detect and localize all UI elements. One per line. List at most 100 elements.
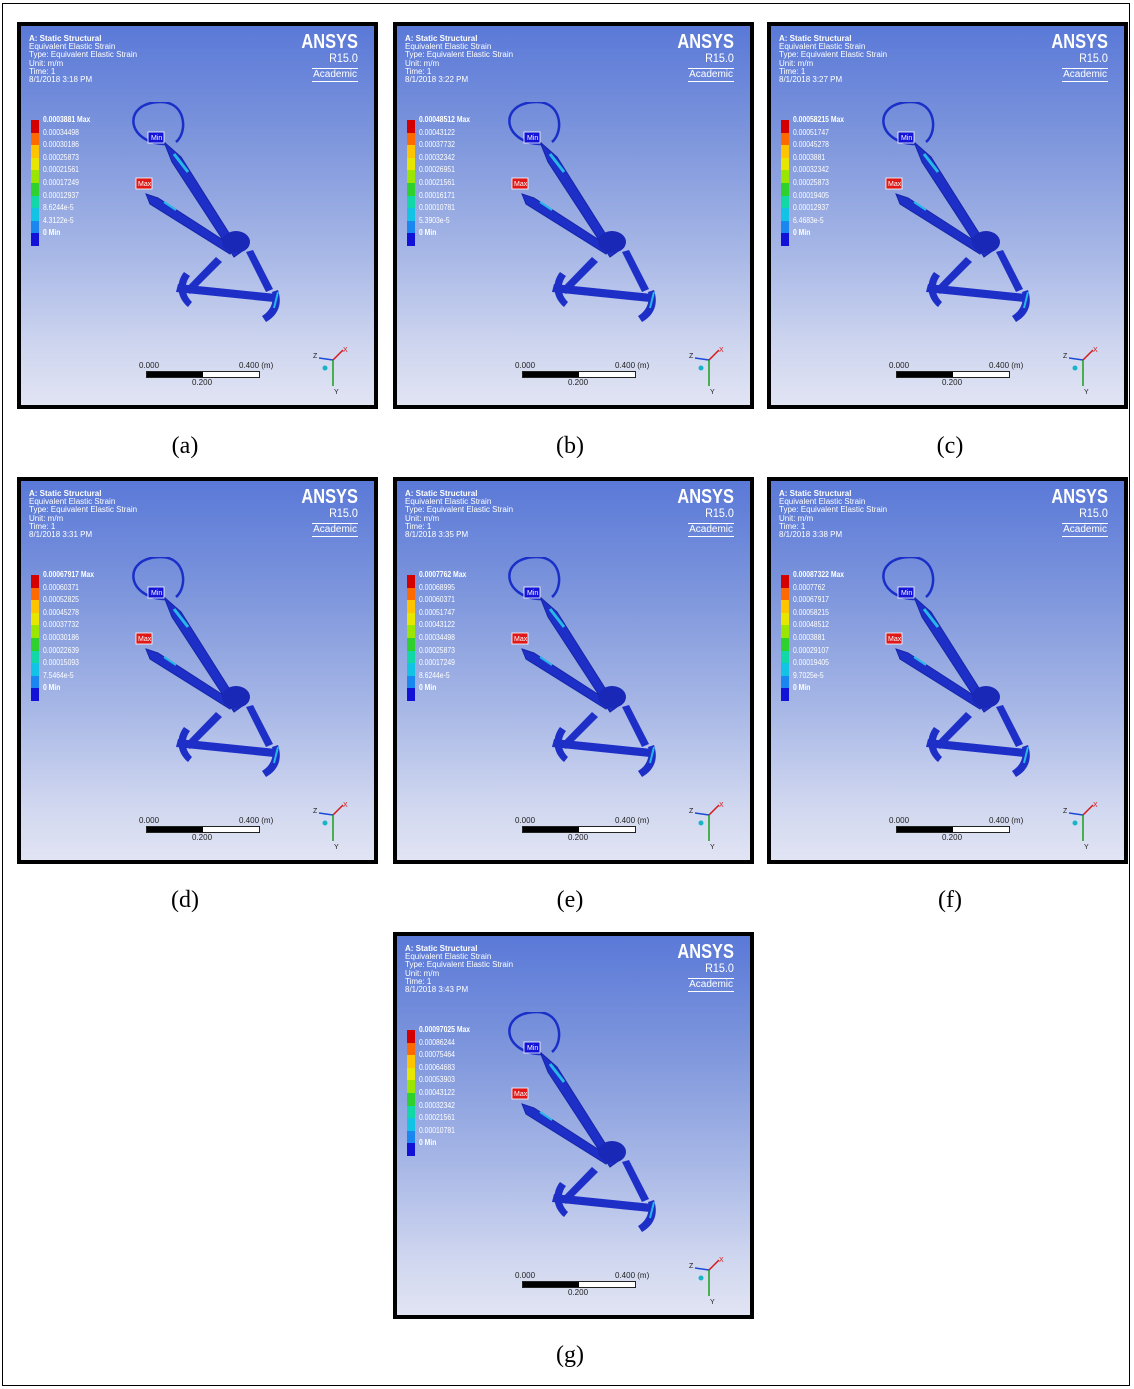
max-probe <box>885 632 903 645</box>
scale-bar: 0.000 0.400 (m) 0.200 <box>515 361 649 393</box>
min-probe <box>897 131 915 144</box>
z-axis <box>694 357 710 361</box>
legend-label: 0.00053903 <box>419 1075 455 1085</box>
hub <box>222 231 250 253</box>
scale-mid: 0.200 <box>568 833 589 842</box>
legend-label: 0.00015093 <box>43 658 79 668</box>
legend-swatch <box>407 1105 415 1119</box>
legend-swatch <box>407 675 415 689</box>
legend-label: 0.00048512 Max <box>419 115 471 124</box>
blade-right <box>262 745 280 777</box>
ansys-brand: ANSYS <box>301 486 358 508</box>
ansys-result-panel-d: A: Static Structural Equivalent Elastic … <box>17 477 378 864</box>
scale-mid: 0.200 <box>942 833 963 842</box>
result-unit: Unit: m/m <box>405 968 440 978</box>
legend-swatch <box>31 233 39 246</box>
lower-beam-highlight <box>913 656 927 666</box>
lower-beam-highlight <box>163 201 177 211</box>
ansys-logo: ANSYS R15.0 Academic <box>289 487 358 537</box>
legend-label: 0.00037732 <box>419 140 455 150</box>
result-header: A: Static Structural Equivalent Elastic … <box>779 34 887 85</box>
legend-label: 0.00075464 <box>419 1050 455 1060</box>
upper-beam <box>539 1051 618 1168</box>
legend-label: 8.6244e-5 <box>43 203 74 213</box>
legend-swatch <box>407 575 415 588</box>
z-axis <box>1068 357 1084 361</box>
legend-swatch <box>781 612 789 626</box>
legend-swatch <box>31 587 39 601</box>
legend-swatch <box>407 1118 415 1131</box>
result-subtitle: Equivalent Elastic Strain <box>405 497 492 507</box>
frame-a-right <box>996 250 1023 292</box>
upper-beam-highlight <box>548 608 566 628</box>
z-axis <box>694 812 710 816</box>
legend-label: 0.00087322 Max <box>793 570 845 579</box>
ansys-brand: ANSYS <box>677 941 734 963</box>
legend-label: 0.00012937 <box>793 203 829 213</box>
result-subtitle: Equivalent Elastic Strain <box>779 42 866 52</box>
blade-right <box>638 290 656 322</box>
upper-beam-highlight <box>172 608 190 628</box>
legend-label: 0.00012937 <box>43 190 79 200</box>
result-type: Type: Equivalent Elastic Strain <box>29 505 138 515</box>
ansys-license: Academic <box>1062 523 1108 537</box>
min-probe <box>147 586 165 599</box>
result-time: Time: 1 <box>405 66 432 76</box>
result-header: A: Static Structural Equivalent Elastic … <box>29 34 138 84</box>
max-probe <box>885 177 903 190</box>
legend-label: 0.00025873 <box>419 645 455 655</box>
legend-label: 0.00097025 Max <box>419 1025 471 1034</box>
result-type: Type: Equivalent Elastic Strain <box>405 960 514 970</box>
legend-label: 0.00067917 <box>793 595 829 605</box>
max-probe-label: Max <box>514 636 528 643</box>
result-date: 8/1/2018 3:35 PM <box>405 530 469 540</box>
hub <box>222 686 250 708</box>
blade-right-highlight <box>1023 746 1029 764</box>
upper-beam-highlight <box>922 608 940 628</box>
legend-label: 0.00060371 <box>43 582 79 592</box>
upper-beam <box>913 596 992 713</box>
legend-label: 0.0003881 Max <box>43 115 91 124</box>
result-subtitle: Equivalent Elastic Strain <box>405 42 492 52</box>
result-date: 8/1/2018 3:27 PM <box>779 75 843 85</box>
plow-model-view: Min Max <box>132 102 280 322</box>
x-axis <box>1082 804 1094 816</box>
legend-swatch <box>407 688 415 701</box>
scale-bar: 0.000 0.400 (m) 0.200 <box>889 361 1023 393</box>
max-probe <box>135 177 153 190</box>
scale-bar-graphic <box>146 826 260 833</box>
legend-swatch <box>781 220 789 234</box>
x-axis-label: X <box>343 347 348 354</box>
frame-a-right <box>246 705 273 747</box>
scale-end: 0.400 (m) <box>615 1271 650 1280</box>
upper-beam <box>539 596 618 713</box>
max-probe-label: Max <box>138 181 152 188</box>
result-unit: Unit: m/m <box>29 513 64 523</box>
max-probe-label: Max <box>888 636 902 643</box>
result-header: A: Static Structural Equivalent Elastic … <box>405 489 514 540</box>
result-type: Type: Equivalent Elastic Strain <box>405 505 514 515</box>
ansys-result-panel-a: A: Static Structural Equivalent Elastic … <box>17 22 378 409</box>
legend-swatch <box>407 1067 415 1081</box>
legend-label: 0.00086244 <box>419 1037 455 1047</box>
frame-a-right <box>622 250 649 292</box>
legend-swatch <box>781 157 789 171</box>
legend-label: 0.00017249 <box>419 658 455 668</box>
result-type: Type: Equivalent Elastic Strain <box>29 50 138 60</box>
z-axis <box>1068 812 1084 816</box>
legend-swatch <box>31 195 39 209</box>
lower-beam-highlight <box>913 201 927 211</box>
legend-label: 0 Min <box>419 1138 437 1148</box>
legend-swatch <box>31 663 39 676</box>
legend-swatch <box>407 637 415 651</box>
min-probe-label: Min <box>527 590 538 597</box>
legend-label: 7.5464e-5 <box>43 670 74 680</box>
analysis-title: A: Static Structural <box>779 489 852 498</box>
legend-swatch <box>781 145 789 158</box>
min-probe <box>523 131 541 144</box>
result-unit: Unit: m/m <box>405 513 440 523</box>
legend-swatch <box>407 182 415 196</box>
upper-beam <box>163 141 242 258</box>
legend-label: 0.00034498 <box>419 632 455 642</box>
blade-right <box>262 290 280 322</box>
